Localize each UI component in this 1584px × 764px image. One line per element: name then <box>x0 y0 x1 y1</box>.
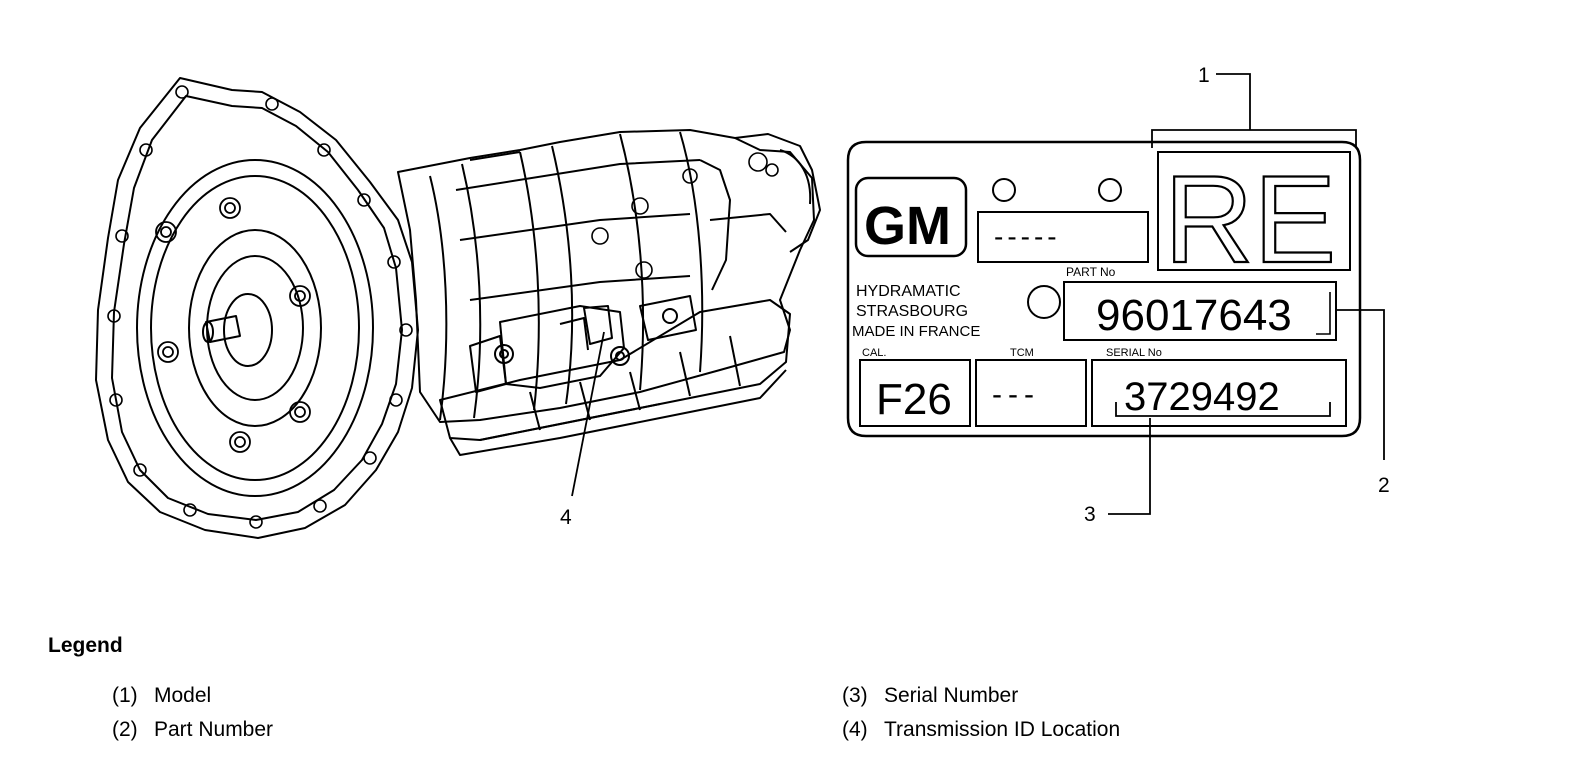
model-bracket <box>1151 129 1357 148</box>
id-pad-area <box>499 305 625 389</box>
tcm-value: --- <box>992 378 1040 411</box>
plate-outline <box>846 140 1362 438</box>
tcm-label: TCM <box>1010 347 1034 359</box>
part-number-value: 96017643 <box>1096 291 1292 340</box>
plate-hole-1 <box>992 178 1016 202</box>
input-shaft <box>205 315 241 343</box>
callout-3: 3 <box>1084 503 1096 526</box>
callout-1: 1 <box>1198 64 1210 87</box>
part-bracket <box>1316 292 1331 335</box>
leader-line-1 <box>1216 73 1251 130</box>
legend-item-number: (4) <box>842 718 868 741</box>
tail-housing <box>734 133 821 253</box>
legend-item-4: (4) Transmission ID Location <box>826 718 1120 742</box>
cal-label: CAL. <box>862 347 886 359</box>
legend-item-number: (1) <box>112 684 138 707</box>
bell-housing-flange <box>95 77 419 539</box>
maker-line-3: MADE IN FRANCE <box>852 323 980 340</box>
legend-item-number: (3) <box>842 684 868 707</box>
callout-4: 4 <box>560 506 572 529</box>
id-plate: GM ----- RE PART No 96017643 HYDRAMATIC … <box>846 129 1362 438</box>
leader-line-4 <box>571 331 605 497</box>
tcm-box <box>975 359 1087 427</box>
serial-box <box>1091 359 1347 427</box>
transmission-case <box>397 129 815 423</box>
cal-value: F26 <box>876 375 952 424</box>
gm-logo-box <box>854 176 968 258</box>
legend-item-label: Part Number <box>154 718 274 741</box>
legend-item-2: (2) Part Number <box>96 718 273 742</box>
case-bolts <box>591 152 779 279</box>
maker-line-1: HYDRAMATIC <box>856 283 961 300</box>
legend-item-label: Transmission ID Location <box>884 718 1121 741</box>
legend-item-3: (3) Serial Number <box>826 684 1018 708</box>
legend-item-1: (1) Model <box>96 684 211 708</box>
transmission-illustration <box>95 77 821 539</box>
leader-line-3 <box>1108 418 1151 515</box>
cal-box <box>859 359 971 427</box>
serial-value: 3729492 <box>1124 375 1280 419</box>
model-box <box>1157 151 1351 271</box>
callout-2: 2 <box>1378 474 1390 497</box>
part-number-box <box>1063 281 1337 341</box>
plate-hole-3 <box>1027 285 1061 319</box>
top-field-box <box>977 211 1149 263</box>
maker-line-2: STRASBOURG <box>856 303 968 320</box>
top-field-dashes: ----- <box>994 221 1061 252</box>
plate-hole-2 <box>1098 178 1122 202</box>
gm-logo-text: GM <box>864 196 951 256</box>
converter-studs <box>155 197 311 453</box>
serial-no-label: SERIAL No <box>1106 347 1162 359</box>
flange-holes <box>107 85 413 529</box>
transmission-id-diagram: 4 GM ----- RE PART No 96017643 HYDRAMATI… <box>95 64 1390 539</box>
part-no-label: PART No <box>1066 265 1116 279</box>
legend-item-label: Serial Number <box>884 684 1019 707</box>
model-text: RE <box>1164 151 1336 289</box>
legend-item-label: Model <box>154 684 212 707</box>
legend-item-number: (2) <box>112 718 138 741</box>
leader-line-2 <box>1336 309 1385 460</box>
serial-bracket <box>1115 402 1331 417</box>
torque-converter <box>136 159 374 497</box>
legend-title: Legend <box>48 634 123 657</box>
